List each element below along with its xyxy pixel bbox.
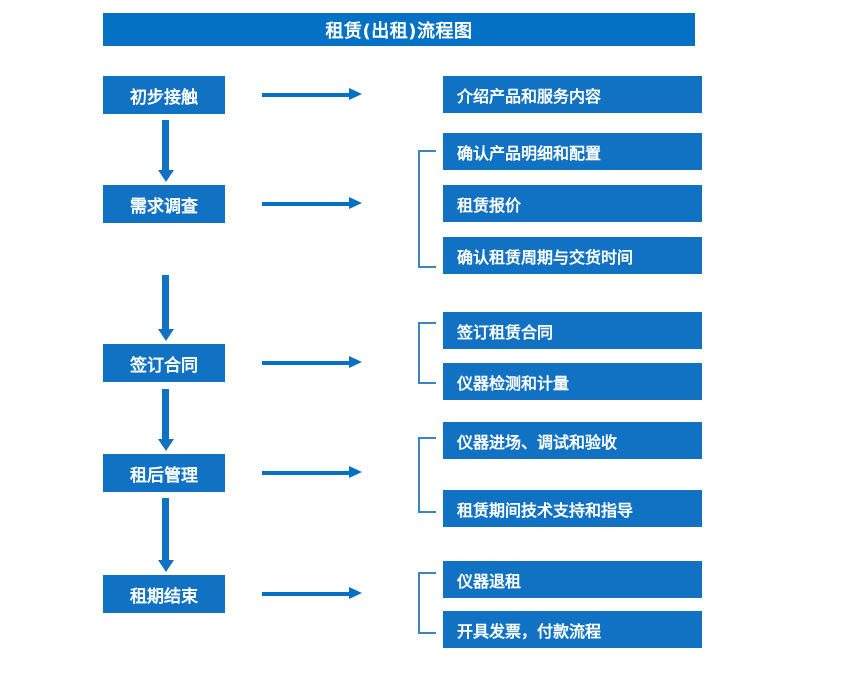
horizontal-arrow-group-4 [262, 466, 362, 479]
arrow-shaft [162, 275, 169, 329]
task-node-4-2[interactable]: 租赁期间技术支持和指导 [443, 490, 702, 527]
group-bracket-2 [418, 150, 436, 268]
stage-node-1[interactable]: 初步接触 [103, 76, 225, 114]
arrow-head [158, 170, 174, 182]
arrow-shaft [262, 592, 350, 596]
group-bracket-3 [418, 322, 436, 384]
flowchart-title: 租赁(出租)流程图 [103, 13, 695, 46]
arrow-head [158, 439, 174, 451]
stage-node-2[interactable]: 需求调查 [103, 185, 225, 223]
arrow-shaft [162, 120, 169, 170]
stage-node-3[interactable]: 签订合同 [103, 344, 225, 382]
horizontal-arrow-group-1 [262, 88, 362, 101]
arrow-head [349, 587, 362, 599]
arrow-shaft [162, 389, 169, 439]
task-node-5-2[interactable]: 开具发票，付款流程 [443, 611, 702, 648]
horizontal-arrow-group-5 [262, 587, 362, 600]
vertical-arrow-2-to-3 [158, 275, 174, 341]
stage-node-4[interactable]: 租后管理 [103, 454, 225, 492]
vertical-arrow-1-to-2 [158, 120, 174, 182]
arrow-shaft [262, 93, 350, 97]
task-node-2-2[interactable]: 租赁报价 [443, 185, 702, 222]
arrow-shaft [162, 498, 169, 560]
vertical-arrow-4-to-5 [158, 498, 174, 572]
arrow-shaft [262, 361, 350, 365]
stage-node-5[interactable]: 租期结束 [103, 575, 225, 613]
arrow-head [349, 88, 362, 100]
arrow-head [349, 466, 362, 478]
group-bracket-4 [418, 437, 436, 513]
task-node-3-2[interactable]: 仪器检测和计量 [443, 363, 702, 400]
task-node-1-1[interactable]: 介绍产品和服务内容 [443, 76, 702, 113]
horizontal-arrow-group-3 [262, 356, 362, 369]
arrow-head [158, 560, 174, 572]
horizontal-arrow-group-2 [262, 197, 362, 210]
task-node-3-1[interactable]: 签订租赁合同 [443, 312, 702, 349]
task-node-2-1[interactable]: 确认产品明细和配置 [443, 133, 702, 170]
task-node-5-1[interactable]: 仪器退租 [443, 561, 702, 598]
vertical-arrow-3-to-4 [158, 389, 174, 451]
arrow-head [349, 197, 362, 209]
task-node-4-1[interactable]: 仪器进场、调试和验收 [443, 422, 702, 459]
arrow-head [158, 329, 174, 341]
group-bracket-5 [418, 572, 436, 634]
arrow-head [349, 356, 362, 368]
task-node-2-3[interactable]: 确认租赁周期与交货时间 [443, 237, 702, 274]
arrow-shaft [262, 471, 350, 475]
arrow-shaft [262, 202, 350, 206]
